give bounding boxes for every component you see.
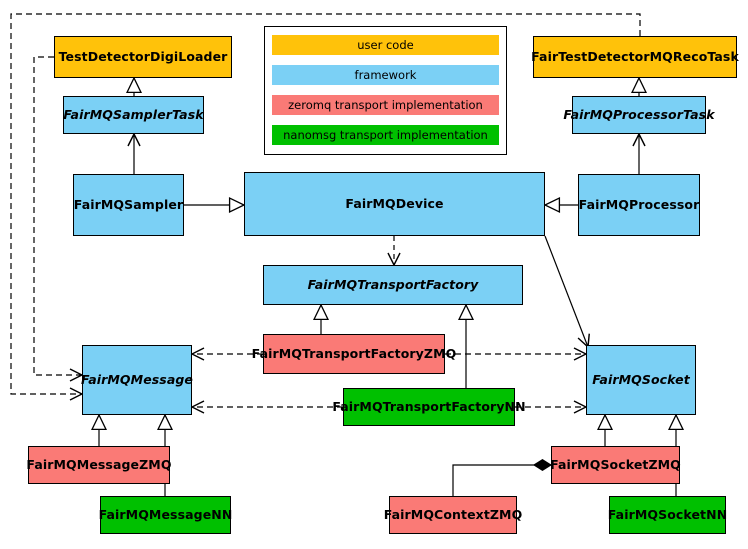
class-label: FairMQProcessor <box>578 196 700 212</box>
class-label: FairMQMessageZMQ <box>26 456 172 472</box>
class-box-fairmqprocessor[interactable]: FairMQProcessor <box>578 174 700 236</box>
class-box-fairmqtransportfactoryzmq[interactable]: FairMQTransportFactoryZMQ <box>252 334 456 374</box>
class-box-fairmqsampler[interactable]: FairMQSampler <box>73 174 184 236</box>
legend-item-user-code: user code <box>272 35 499 55</box>
class-label: FairMQSocket <box>592 371 690 387</box>
legend-item-nanomsg: nanomsg transport implementation <box>272 125 499 145</box>
class-box-fairmqmessagenn[interactable]: FairMQMessageNN <box>98 496 233 534</box>
class-box-fairmqdevice[interactable]: FairMQDevice <box>244 172 545 236</box>
legend-item-framework: framework <box>272 65 499 85</box>
class-label: FairMQProcessorTask <box>563 106 715 122</box>
edge-socketzmq-composition-contextzmq <box>452 459 553 496</box>
legend-label: user code <box>357 38 414 52</box>
class-box-fairmqsocket[interactable]: FairMQSocket <box>586 345 696 415</box>
legend-label: framework <box>354 68 417 82</box>
class-label: FairMQTransportFactory <box>307 276 479 292</box>
class-label: FairTestDetectorMQRecoTask <box>531 48 739 64</box>
class-box-fairmqprocessortask[interactable]: FairMQProcessorTask <box>563 96 715 134</box>
class-box-fairmqsocketnn[interactable]: FairMQSocketNN <box>607 496 728 534</box>
class-box-fairmqtransportfactorynn[interactable]: FairMQTransportFactoryNN <box>332 388 526 426</box>
class-box-fairmqsocketzmq[interactable]: FairMQSocketZMQ <box>550 446 681 484</box>
edge-device-to-socket <box>544 235 588 347</box>
class-label: FairMQMessageNN <box>98 506 233 522</box>
class-label: FairMQTransportFactoryZMQ <box>251 345 457 361</box>
legend-label: zeromq transport implementation <box>288 98 483 112</box>
class-label: FairMQSocketZMQ <box>550 456 681 472</box>
class-box-testdetectordigiloader[interactable]: TestDetectorDigiLoader <box>54 36 232 78</box>
class-box-fairmqtransportfactory[interactable]: FairMQTransportFactory <box>263 265 523 305</box>
class-box-fairmqmessage[interactable]: FairMQMessage <box>81 345 194 415</box>
class-box-fairmqmessagezmq[interactable]: FairMQMessageZMQ <box>26 446 172 484</box>
class-box-fairmqcontextzmq[interactable]: FairMQContextZMQ <box>384 496 522 534</box>
class-label: TestDetectorDigiLoader <box>58 48 228 64</box>
class-box-fairmqsamplertask[interactable]: FairMQSamplerTask <box>63 96 204 134</box>
class-label: FairMQMessage <box>81 371 194 387</box>
class-box-fairtestdetectormqrecotask[interactable]: FairTestDetectorMQRecoTask <box>531 36 739 78</box>
class-label: FairMQDevice <box>345 195 444 211</box>
class-label: FairMQSocketNN <box>607 506 728 522</box>
legend-label: nanomsg transport implementation <box>283 128 488 142</box>
class-label: FairMQSampler <box>73 196 184 212</box>
class-label: FairMQContextZMQ <box>383 506 523 522</box>
legend-item-zeromq: zeromq transport implementation <box>272 95 499 115</box>
class-label: FairMQTransportFactoryNN <box>332 398 526 414</box>
class-label: FairMQSamplerTask <box>63 106 204 122</box>
